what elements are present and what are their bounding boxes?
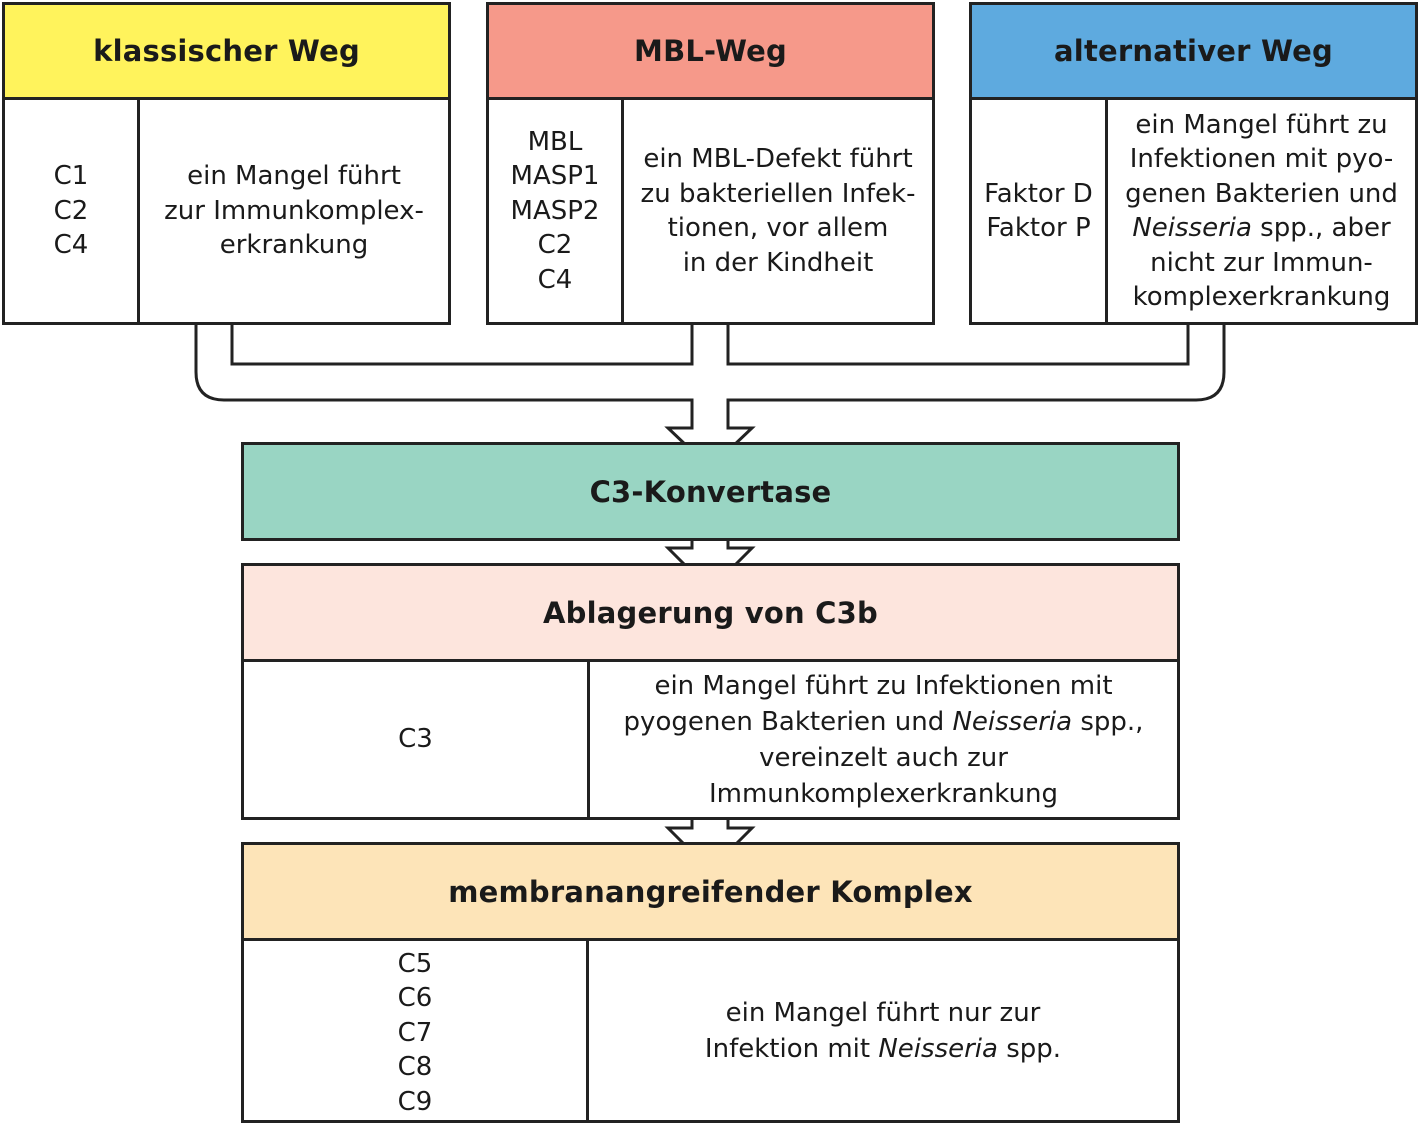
alternative-pathway-body [969, 97, 1418, 325]
effect-line: pyogenen Bakterien und Neisseria spp., [590, 704, 1177, 740]
classical-pathway-components: C1 C2 C4 [5, 100, 137, 322]
effect-text: pyogenen Bakterien und [623, 706, 953, 737]
c3b-header: Ablagerung von C3b [241, 563, 1180, 662]
alternative-pathway-title: alternativer Weg [1054, 34, 1333, 68]
component-label: MASP2 [510, 195, 600, 226]
c3b-effect: ein Mangel führt zu Infektionen mit pyog… [590, 662, 1177, 817]
mac-effect: ein Mangel führt nur zur Infektion mit N… [589, 941, 1177, 1120]
mbl-pathway-components: MBL MASP1 MASP2 C2 C4 [489, 100, 621, 322]
c3-convertase-title: C3-Konvertase [589, 474, 832, 509]
c3b-title: Ablagerung von C3b [543, 595, 878, 630]
effect-line: in der Kindheit [682, 247, 874, 278]
effect-text: Infektion mit [704, 1033, 879, 1064]
effect-line: erkrankung [219, 230, 369, 261]
mac-header: membranangreifender Komplex [241, 842, 1180, 941]
c3b-component: C3 [244, 662, 587, 817]
merge-connector-inner-left [230, 324, 694, 366]
mbl-pathway-effect: ein MBL-Defekt führt zu bakteriellen Inf… [624, 100, 932, 322]
effect-line: Infektionen mit pyo- [1129, 144, 1394, 174]
mbl-pathway-header: MBL-Weg [486, 2, 935, 100]
component-label: C6 [397, 983, 433, 1014]
component-label: C1 [53, 161, 89, 192]
effect-line: ein Mangel führt nur zur [725, 997, 1041, 1028]
mbl-pathway-divider [621, 97, 624, 325]
effect-line: Neisseria spp., aber [1125, 211, 1398, 246]
component-label: C4 [53, 230, 89, 261]
effect-line: ein MBL-Defekt führt [643, 144, 913, 174]
component-label: C9 [397, 1086, 433, 1117]
c3b-divider [587, 659, 590, 820]
effect-line: Infektion mit Neisseria spp. [705, 1031, 1061, 1067]
component-label: C2 [53, 195, 89, 226]
component-label: C3 [398, 724, 433, 755]
component-label: C5 [397, 948, 433, 979]
classical-pathway-effect: ein Mangel führt zur Immunkomplex- erkra… [140, 100, 448, 322]
effect-line: zu bakteriellen Infek- [640, 178, 916, 209]
neisseria-italic: Neisseria [878, 1033, 998, 1064]
effect-line: genen Bakterien und [1125, 178, 1398, 209]
mac-body [241, 938, 1180, 1123]
effect-line: tionen, vor allem [667, 213, 889, 243]
effect-text: spp. [997, 1033, 1062, 1064]
c3b-body [241, 659, 1180, 820]
alternative-pathway-header: alternativer Weg [969, 2, 1418, 100]
mbl-pathway-body [486, 97, 935, 325]
alternative-pathway-components: Faktor D Faktor P [972, 100, 1105, 322]
effect-line: komplexerkrankung [1132, 282, 1391, 312]
classical-pathway-header: klassischer Weg [2, 2, 451, 100]
classical-pathway-body [2, 97, 451, 325]
component-label: C2 [537, 230, 573, 261]
mac-title: membranangreifender Komplex [448, 874, 973, 909]
component-label: C8 [397, 1052, 433, 1083]
mac-components: C5 C6 C7 C8 C9 [244, 946, 586, 1120]
classical-pathway-divider [137, 97, 140, 325]
effect-line: ein Mangel führt [187, 161, 401, 192]
effect-line: zur Immunkomplex- [164, 195, 424, 226]
component-label: C4 [537, 264, 573, 295]
component-label: Faktor P [986, 213, 1091, 243]
mbl-pathway-title: MBL-Weg [634, 34, 787, 68]
effect-line: nicht zur Immun- [1150, 247, 1373, 278]
alternative-pathway-divider [1105, 97, 1108, 325]
alternative-pathway-effect: ein Mangel führt zu Infektionen mit pyo-… [1108, 100, 1415, 322]
classical-pathway-title: klassischer Weg [93, 34, 360, 68]
effect-text: spp., [1072, 706, 1144, 737]
component-label: MBL [527, 126, 583, 157]
neisseria-italic: Neisseria [1132, 213, 1252, 243]
neisseria-italic: Neisseria [952, 706, 1073, 737]
c3-convertase-box: C3-Konvertase [241, 442, 1180, 541]
effect-line: vereinzelt auch zur Immunkomplexerkranku… [708, 742, 1059, 809]
effect-line: ein Mangel führt zu [1135, 109, 1388, 140]
component-label: C7 [397, 1017, 433, 1048]
merge-connector-inner-right [726, 324, 1190, 366]
component-label: Faktor D [984, 178, 1093, 209]
effect-line: ein Mangel führt zu Infektionen mit [654, 670, 1113, 701]
effect-text: spp., aber [1251, 213, 1391, 243]
component-label: MASP1 [510, 161, 600, 192]
mac-divider [586, 938, 589, 1123]
